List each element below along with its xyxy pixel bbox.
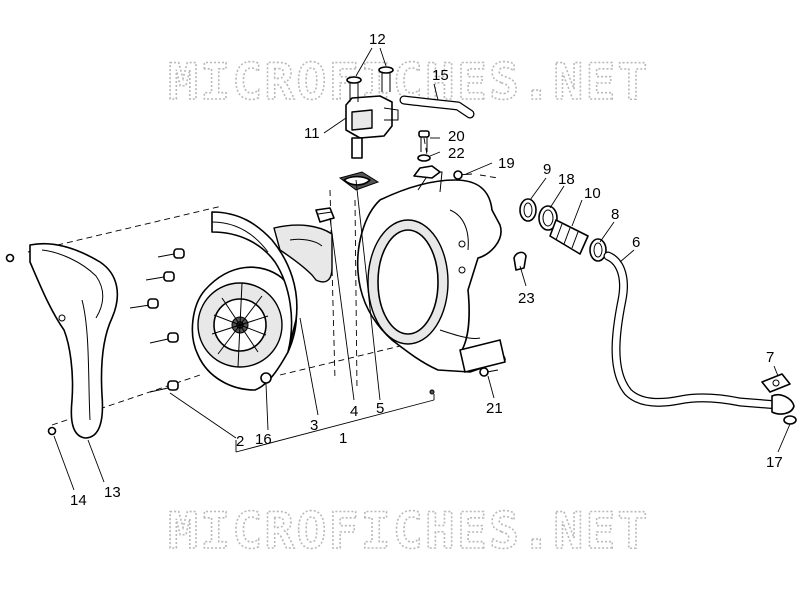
leader-lines <box>53 47 791 491</box>
callout-14: 14 <box>70 492 87 509</box>
callout-2: 2 <box>236 433 244 450</box>
part-5-grommet <box>338 171 380 191</box>
part-14-screw <box>5 253 57 436</box>
callout-10: 10 <box>584 185 601 202</box>
fan-cover-screws <box>129 248 185 393</box>
callout-19: 19 <box>498 155 515 172</box>
part-23-clip <box>513 251 527 271</box>
part-10-hose <box>549 219 589 255</box>
callout-13: 13 <box>104 484 121 501</box>
callout-17: 17 <box>766 454 783 471</box>
part-17-gasket <box>783 415 797 425</box>
callout-labels: 12 15 11 20 22 19 9 18 10 8 6 7 17 23 21… <box>70 31 783 509</box>
part-15-hose <box>399 95 475 119</box>
callout-5: 5 <box>376 400 384 417</box>
part-20-screw <box>418 130 430 152</box>
callout-11: 11 <box>304 125 320 142</box>
callout-23: 23 <box>518 290 535 307</box>
callout-9: 9 <box>543 161 551 178</box>
callout-1: 1 <box>339 430 347 447</box>
part-4-clip <box>315 207 335 223</box>
callout-16: 16 <box>255 431 272 448</box>
callout-6: 6 <box>632 234 640 251</box>
part-3-foam-seal <box>273 224 333 283</box>
callout-18: 18 <box>558 171 575 188</box>
part-9-clamp <box>519 198 537 222</box>
callout-4: 4 <box>350 403 358 420</box>
callout-22: 22 <box>448 145 465 162</box>
part-7-gasket <box>761 373 791 393</box>
part-2-fan-cover <box>191 266 298 391</box>
part-1-main-housing <box>356 165 506 395</box>
part-8-clamp <box>589 238 607 262</box>
part-11-valve <box>345 95 399 159</box>
part-19-screw <box>453 170 473 180</box>
part-13-left-cover <box>29 242 119 439</box>
callout-7: 7 <box>766 349 774 366</box>
part-6-pipe <box>603 251 795 415</box>
part-18-clamp <box>538 205 558 231</box>
callout-12: 12 <box>369 31 386 48</box>
part-21-screw <box>479 367 499 377</box>
watermark-bottom: MICROFICHES.NET <box>168 502 650 560</box>
callout-21: 21 <box>486 400 503 417</box>
callout-3: 3 <box>310 417 318 434</box>
part-22-washer <box>417 154 431 162</box>
callout-15: 15 <box>432 67 449 84</box>
part-16-cover-plate <box>211 211 298 353</box>
callout-8: 8 <box>611 206 619 223</box>
part-12-screws <box>346 66 394 102</box>
callout-20: 20 <box>448 128 465 145</box>
